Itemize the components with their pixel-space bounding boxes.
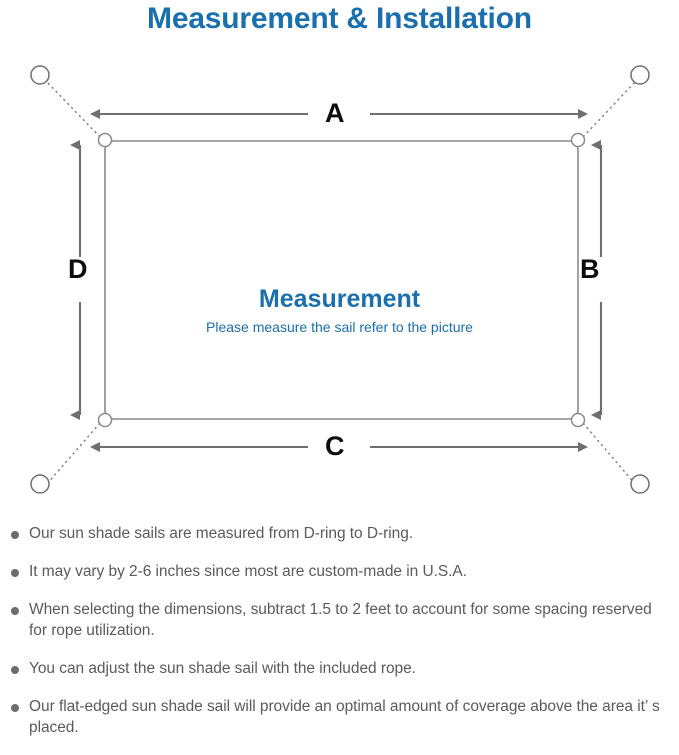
dimension-label-a: A [325,98,345,128]
list-item: When selecting the dimensions, subtract … [0,599,679,641]
page-root: Measurement & Installation [0,2,679,736]
bullet-dot-icon [11,607,19,615]
bullet-dot-icon [11,704,19,712]
list-item: It may vary by 2-6 inches since most are… [0,561,679,582]
dimension-label-b: B [580,254,600,284]
rope-top-right [582,80,637,138]
bullet-dot-icon [11,666,19,674]
list-item-text: Our flat-edged sun shade sail will provi… [29,698,660,736]
list-item-text: It may vary by 2-6 inches since most are… [29,563,467,580]
rope-top-left [45,80,101,138]
anchor-points [30,65,650,494]
list-item: Our sun shade sails are measured from D-… [0,523,679,544]
rope-lines [45,80,637,486]
d-ring-top-right [570,132,586,148]
d-ring-bottom-left [97,412,113,428]
rope-bottom-left [45,422,101,486]
anchor-top-right [630,65,650,85]
anchor-bottom-right [630,474,650,494]
list-item-text: When selecting the dimensions, subtract … [29,601,652,639]
measurement-diagram: A B C D Measurement Please measure the s… [0,44,679,514]
list-item-text: Our sun shade sails are measured from D-… [29,525,414,542]
sail-outline [104,140,579,420]
list-item: You can adjust the sun shade sail with t… [0,658,679,679]
rope-bottom-right [582,422,637,486]
list-item-text: You can adjust the sun shade sail with t… [29,660,416,677]
d-ring-bottom-right [570,412,586,428]
bullet-dot-icon [11,569,19,577]
d-rings [97,132,586,428]
dimension-label-c: C [325,431,345,461]
list-item: Our flat-edged sun shade sail will provi… [0,696,679,738]
anchor-bottom-left [30,474,50,494]
bullet-dot-icon [11,531,19,539]
anchor-top-left [30,65,50,85]
d-ring-top-left [97,132,113,148]
dimension-label-d: D [68,254,88,284]
notes-list: Our sun shade sails are measured from D-… [0,523,679,755]
page-title: Measurement & Installation [147,2,532,35]
